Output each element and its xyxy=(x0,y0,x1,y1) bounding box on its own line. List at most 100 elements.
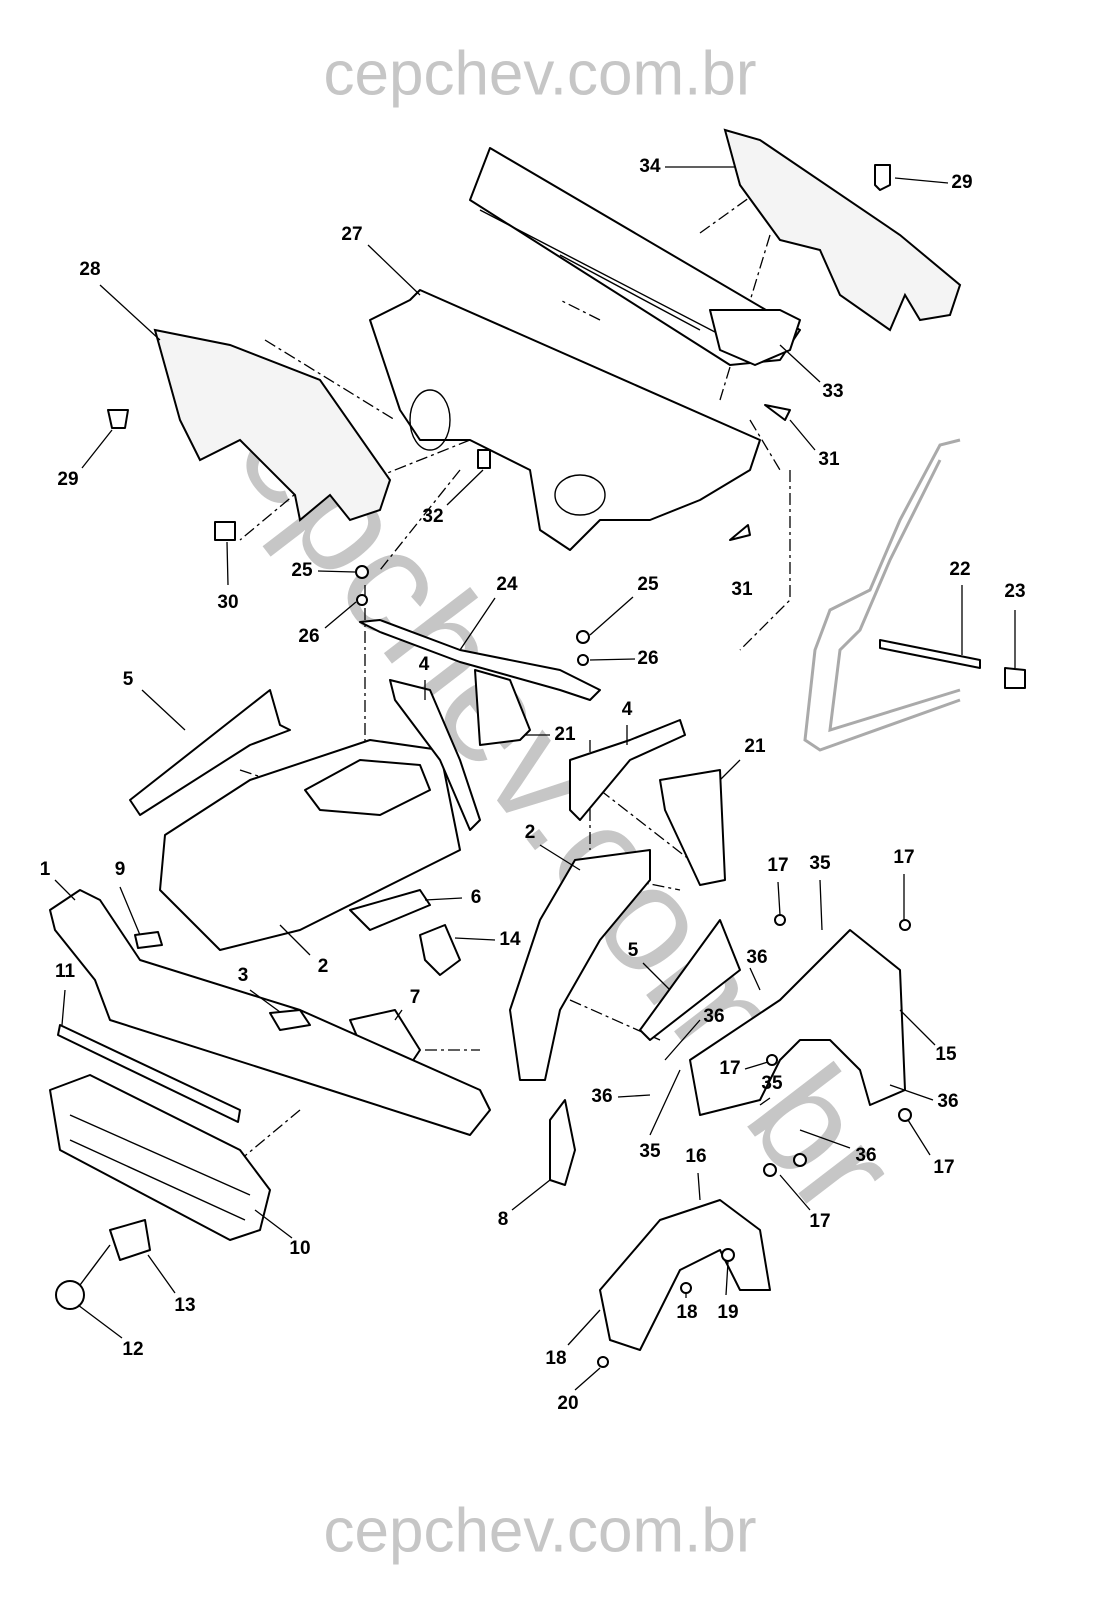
callout-number: 27 xyxy=(341,224,362,245)
part-17-bolt-d xyxy=(793,1153,807,1167)
callout-number: 21 xyxy=(744,736,766,757)
part-25-nut xyxy=(355,565,369,579)
callout-number: 36 xyxy=(855,1145,876,1166)
part-16-liner xyxy=(599,1199,771,1351)
callout-number: 33 xyxy=(822,381,843,402)
callout-number: 18 xyxy=(545,1348,566,1369)
callout-number: 29 xyxy=(951,172,972,193)
part-29-clip-left xyxy=(107,409,129,429)
callout-number: 1 xyxy=(40,859,51,880)
callout-number: 18 xyxy=(676,1302,697,1323)
part-19-nut xyxy=(721,1248,735,1262)
part-13-grommet xyxy=(109,1219,151,1261)
callout-number: 34 xyxy=(639,156,661,177)
part-21-shield-right xyxy=(659,769,726,886)
part-24-strut-brace xyxy=(359,619,601,701)
part-9-clip xyxy=(134,931,163,949)
watermark-top: cepchev.com.br xyxy=(323,39,756,108)
callout-number: 14 xyxy=(499,929,521,950)
part-3-clip xyxy=(269,1009,311,1031)
callout-number: 8 xyxy=(498,1209,509,1230)
part-17-bolt-a xyxy=(774,914,786,926)
callout-number: 22 xyxy=(949,559,970,580)
callout-number: 23 xyxy=(1004,581,1025,602)
part-20-screw xyxy=(597,1356,609,1368)
part-6-bracket xyxy=(349,889,431,931)
part-31-clip-lower xyxy=(729,524,751,541)
part-32-plug xyxy=(477,449,491,469)
callout-number: 36 xyxy=(703,1006,724,1027)
part-17-bolt-c xyxy=(766,1054,778,1066)
part-5-brace-left xyxy=(129,689,291,816)
callout-number: 4 xyxy=(622,699,633,720)
callout-number: 36 xyxy=(591,1086,612,1107)
callout-number: 17 xyxy=(933,1157,954,1178)
callout-number: 3 xyxy=(238,965,249,986)
part-29-clip-top xyxy=(874,164,891,191)
part-15-fender xyxy=(689,929,906,1116)
callout-number: 11 xyxy=(55,961,76,982)
part-10-grille xyxy=(49,1074,271,1241)
watermark-bottom: cepchev.com.br xyxy=(323,1496,756,1565)
callout-number: 36 xyxy=(746,947,767,968)
callout-number: 20 xyxy=(557,1393,578,1414)
part-17-bolt-e xyxy=(898,1108,912,1122)
part-5-brace-right xyxy=(639,919,741,1041)
callout-number: 28 xyxy=(79,259,100,280)
part-17-bolt-f xyxy=(763,1163,777,1177)
callout-number: 17 xyxy=(809,1211,830,1232)
callout-number: 9 xyxy=(115,859,126,880)
callout-number: 13 xyxy=(174,1295,195,1316)
callout-number: 35 xyxy=(639,1141,661,1162)
callout-number: 21 xyxy=(554,724,576,745)
part-4-brace-left xyxy=(389,679,481,831)
callout-number: 19 xyxy=(717,1302,738,1323)
part-26-washer-right xyxy=(577,654,589,666)
part-25-nut-right xyxy=(576,630,590,644)
part-body-pillar xyxy=(803,438,961,752)
part-28-insulator xyxy=(153,328,392,522)
callout-number: 17 xyxy=(893,847,914,868)
callout-number: 6 xyxy=(471,887,482,908)
part-17-bolt-b xyxy=(899,919,911,931)
callout-number: 31 xyxy=(818,449,840,470)
callout-number: 25 xyxy=(291,560,313,581)
part-8-bracket xyxy=(549,1099,576,1186)
part-33-bracket xyxy=(709,309,801,366)
callout-number: 2 xyxy=(525,822,536,843)
callout-number: 35 xyxy=(761,1073,783,1094)
part-22-bolt xyxy=(879,639,981,669)
callout-number: 26 xyxy=(637,648,658,669)
callout-number: 35 xyxy=(809,853,831,874)
part-31-clip xyxy=(764,404,791,421)
part-2-wheelhouse-right xyxy=(509,849,651,1081)
part-tower-dome xyxy=(304,759,431,816)
part-11-seal xyxy=(57,1024,241,1123)
callout-number: 26 xyxy=(298,626,319,647)
callout-number: 29 xyxy=(57,469,78,490)
callout-number: 31 xyxy=(731,579,753,600)
callout-number: 12 xyxy=(122,1339,143,1360)
part-27-dash-panel xyxy=(369,289,761,551)
part-34-insulator xyxy=(723,128,962,332)
callout-number: 16 xyxy=(685,1146,706,1167)
callout-number: 4 xyxy=(419,654,430,675)
callout-number: 15 xyxy=(935,1044,957,1065)
callout-number: 30 xyxy=(217,592,238,613)
callout-number: 7 xyxy=(410,987,421,1008)
callout-number: 32 xyxy=(422,506,443,527)
callout-number: 24 xyxy=(496,574,518,595)
part-14-pad xyxy=(419,924,461,976)
callout-number: 17 xyxy=(719,1058,740,1079)
part-30-screw xyxy=(214,521,236,541)
callout-number: 5 xyxy=(628,940,639,961)
part-23-cap xyxy=(1004,667,1026,689)
part-4-brace-right xyxy=(569,719,686,821)
part-26-washer xyxy=(356,594,368,606)
part-18-clip xyxy=(680,1282,692,1294)
callout-number: 25 xyxy=(637,574,659,595)
callout-number: 17 xyxy=(767,855,788,876)
